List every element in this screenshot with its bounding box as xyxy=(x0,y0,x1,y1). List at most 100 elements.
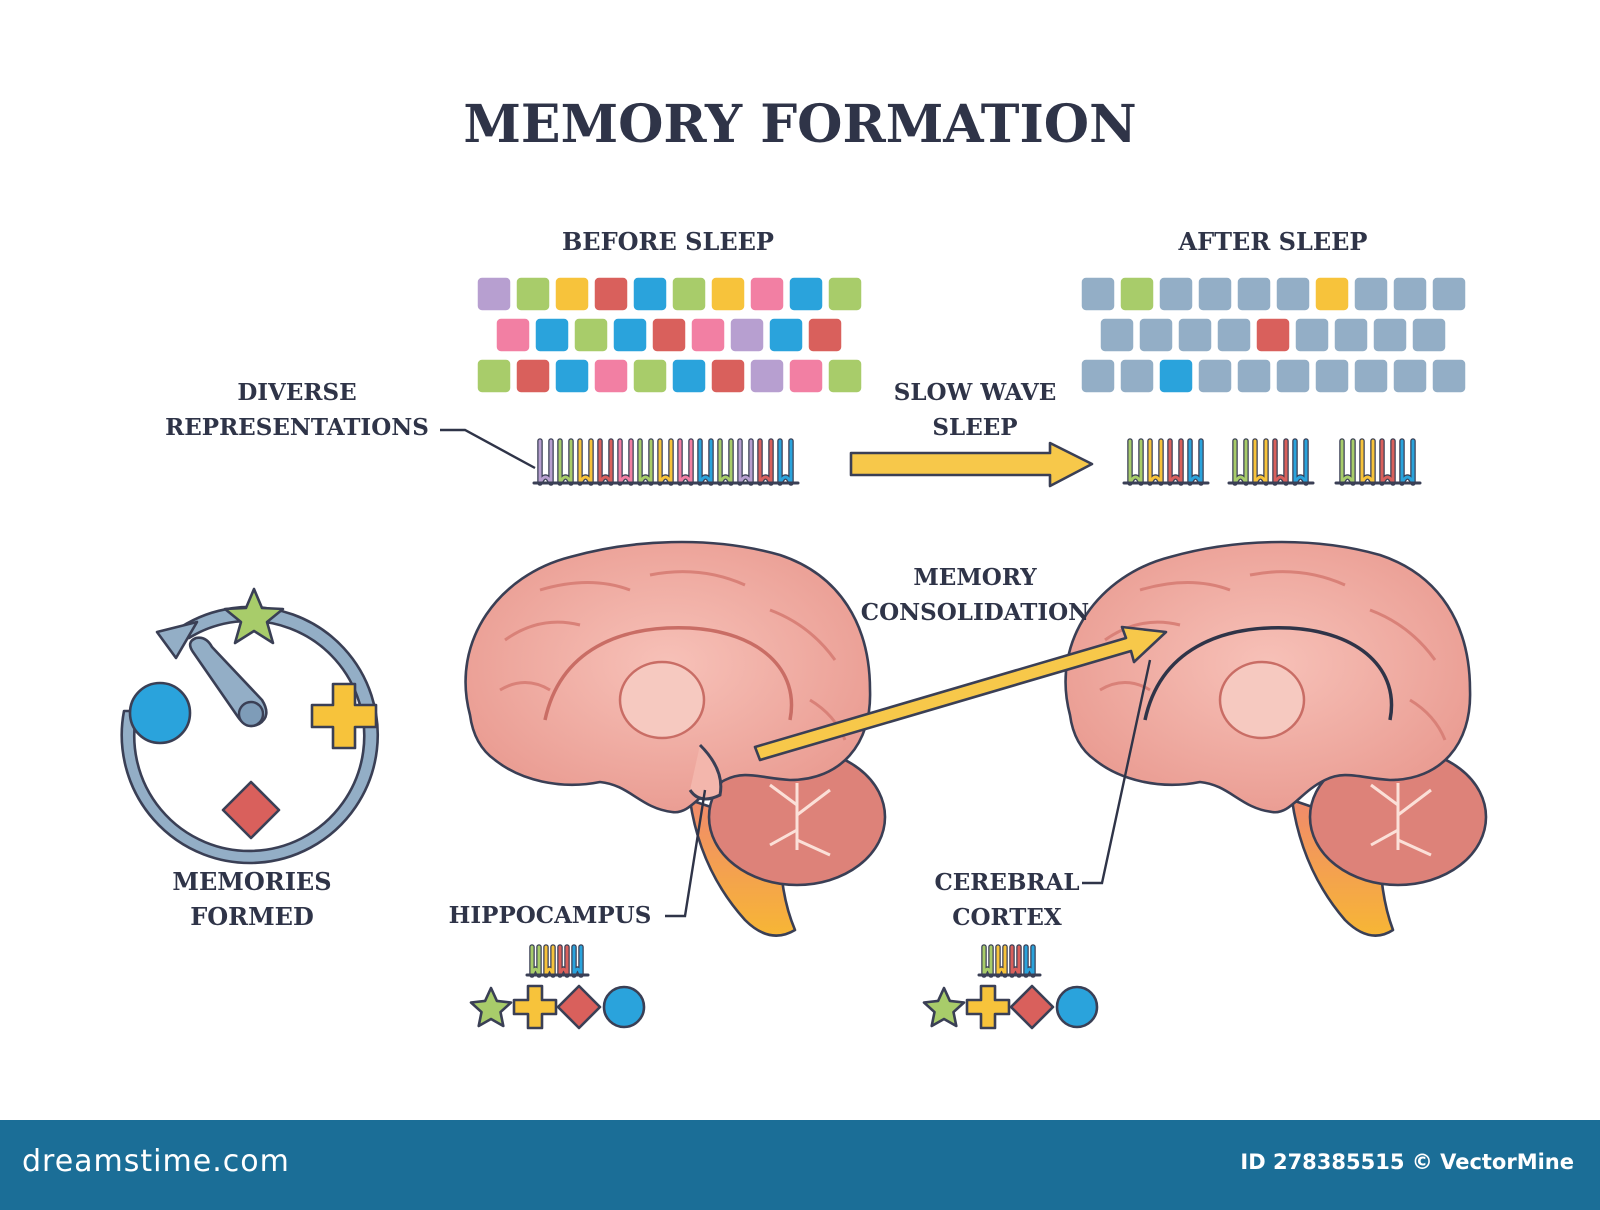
cerebellum-branches-right xyxy=(1370,783,1432,857)
star-memory-icon xyxy=(223,587,285,645)
memories-formed-line2: FORMED xyxy=(190,902,314,931)
spike-purple xyxy=(738,439,753,485)
grid-tile xyxy=(632,358,668,394)
footer-brand[interactable]: dreamstime.com xyxy=(22,1144,290,1179)
grid-tile xyxy=(1294,317,1330,353)
before-sleep-grid xyxy=(476,276,863,394)
grid-tile xyxy=(1275,276,1311,312)
spike-blue xyxy=(572,945,583,977)
spike-yellow xyxy=(996,945,1007,977)
cortex-spike-group xyxy=(977,944,1042,978)
diagram-canvas: MEMORY FORMATION BEFORE SLEEP AFTER SLEE… xyxy=(120,94,1488,1030)
thalamus-right xyxy=(1218,660,1306,740)
grid-tile xyxy=(1197,276,1233,312)
grid-tile xyxy=(788,276,824,312)
grid-tile xyxy=(1431,276,1467,312)
grid-tile xyxy=(1255,317,1291,353)
grid-tile xyxy=(593,276,629,312)
grid-tile xyxy=(515,276,551,312)
grid-tile xyxy=(807,317,843,353)
hippocampus-label: HIPPOCAMPUS xyxy=(449,902,652,929)
grid-tile xyxy=(554,276,590,312)
before-sleep-label: BEFORE SLEEP xyxy=(562,227,774,256)
gyri-left xyxy=(499,570,847,741)
grid-tile xyxy=(1177,317,1213,353)
after-sleep-spike-train xyxy=(1122,438,1422,486)
grid-tile xyxy=(749,276,785,312)
spike-green xyxy=(718,439,733,485)
cerebral-cortex-leader-line xyxy=(1082,659,1152,885)
grid-tile xyxy=(1431,358,1467,394)
corpus-callosum-left xyxy=(543,626,794,721)
diamond-icon xyxy=(556,984,602,1030)
hippocampus-left xyxy=(688,743,723,801)
grid-tile xyxy=(1236,358,1272,394)
spike-green xyxy=(638,439,653,485)
grid-tile xyxy=(612,317,648,353)
after-sleep-grid xyxy=(1080,276,1467,394)
hippocampus-memory-icons xyxy=(469,984,646,1030)
grid-tile xyxy=(671,358,707,394)
memories-formed-cycle xyxy=(120,587,379,865)
slow-wave-arrow xyxy=(849,441,1094,488)
grid-tile xyxy=(554,358,590,394)
diamond-memory-icon xyxy=(221,780,281,840)
gyri-right xyxy=(1099,570,1447,741)
before-sleep-spike-train xyxy=(532,438,800,486)
spike-yellow xyxy=(544,945,555,977)
spike-blue xyxy=(1188,439,1203,485)
cortex-memory-icons xyxy=(922,984,1099,1030)
grid-tile xyxy=(1138,317,1174,353)
grid-tile xyxy=(515,358,551,394)
cerebral-cortex-outline-right xyxy=(1143,626,1394,721)
grid-tile xyxy=(1275,358,1311,394)
circle-memory-icon xyxy=(128,681,192,745)
grid-tile xyxy=(827,276,863,312)
grid-tile xyxy=(1333,317,1369,353)
cerebral-cortex-line1: CEREBRAL xyxy=(934,869,1079,896)
grid-tile xyxy=(1158,358,1194,394)
diamond-icon xyxy=(1009,984,1055,1030)
diverse-label-line1: DIVERSE xyxy=(237,379,356,406)
grid-tile xyxy=(1197,358,1233,394)
plus-icon xyxy=(512,984,558,1030)
grid-tile xyxy=(632,276,668,312)
grid-tile xyxy=(1353,358,1389,394)
grid-tile xyxy=(1392,276,1428,312)
memories-formed-line1: MEMORIES xyxy=(172,867,331,896)
slow-wave-label-line2: SLEEP xyxy=(932,414,1017,441)
grid-tile xyxy=(768,317,804,353)
spike-yellow xyxy=(1360,439,1375,485)
grid-tile xyxy=(690,317,726,353)
spike-green xyxy=(1340,439,1355,485)
grid-tile xyxy=(534,317,570,353)
grid-tile xyxy=(1353,276,1389,312)
slow-wave-label-line1: SLOW WAVE xyxy=(894,379,1057,406)
grid-tile xyxy=(1119,358,1155,394)
spike-green xyxy=(982,945,993,977)
grid-tile xyxy=(1392,358,1428,394)
spike-yellow xyxy=(1253,439,1268,485)
spike-yellow xyxy=(578,439,593,485)
grid-tile xyxy=(1158,276,1194,312)
diverse-leader-line xyxy=(440,428,536,470)
grid-tile xyxy=(476,358,512,394)
grid-tile xyxy=(476,276,512,312)
grid-tile xyxy=(1099,317,1135,353)
spike-green xyxy=(530,945,541,977)
cerebral-cortex-line2: CORTEX xyxy=(952,904,1062,931)
grid-tile xyxy=(1411,317,1447,353)
grid-tile xyxy=(1314,358,1350,394)
spike-red xyxy=(1010,945,1021,977)
circle-icon xyxy=(1055,985,1099,1029)
grid-tile xyxy=(1372,317,1408,353)
circle-icon xyxy=(602,985,646,1029)
grid-tile xyxy=(1119,276,1155,312)
spike-red xyxy=(758,439,773,485)
spike-purple xyxy=(538,439,553,485)
star-icon xyxy=(922,986,966,1028)
spike-green xyxy=(1128,439,1143,485)
spike-green xyxy=(558,439,573,485)
grid-tile xyxy=(710,276,746,312)
spike-red xyxy=(1273,439,1288,485)
